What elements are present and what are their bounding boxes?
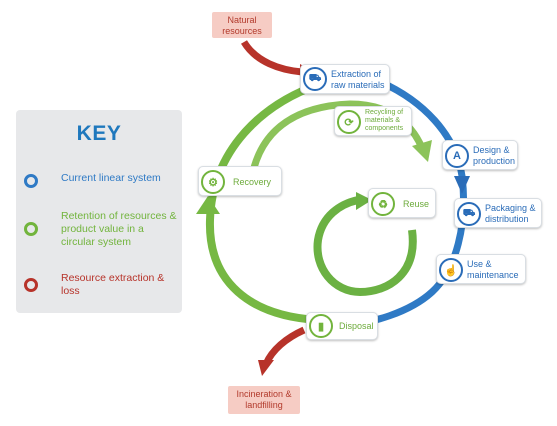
key-label-circular: Retention of resources & product value i… — [61, 210, 177, 248]
key-title: KEY — [76, 122, 122, 145]
key-label-loss: Resource extraction & loss — [61, 272, 165, 297]
gear-icon: ⚙ — [201, 170, 225, 194]
natural-resources-arrow — [241, 40, 303, 76]
design-green-arrowhead — [412, 140, 432, 162]
disposal-label: Disposal — [339, 321, 374, 331]
disposal-node: ▮ Disposal — [306, 312, 378, 340]
design-node: A Design & production — [442, 140, 518, 170]
incineration-arrow — [262, 326, 306, 366]
reuse-arrowhead — [356, 192, 372, 210]
incineration-arrowhead — [258, 360, 274, 376]
red-ring-icon — [24, 278, 38, 292]
key-label-linear: Current linear system — [61, 172, 161, 184]
packaging-node: ⛟ Packaging & distribution — [454, 198, 542, 228]
use-node: ☝ Use & maintenance — [436, 254, 526, 284]
packaging-arrowhead — [454, 176, 470, 194]
green-ring-icon — [24, 222, 38, 236]
linear-system-arrow — [337, 76, 468, 330]
bin-icon: ▮ — [309, 314, 333, 338]
outer-green-loop-arrow — [205, 80, 322, 324]
recycle-arrows-icon: ⟳ — [337, 110, 361, 134]
key-panel: KEY Current linear system Retention of r… — [16, 110, 182, 313]
packaging-label: Packaging & distribution — [485, 203, 536, 224]
recovery-arrowhead — [196, 196, 220, 214]
touch-hand-icon: ☝ — [439, 258, 463, 282]
reuse-node: ♻ Reuse — [368, 188, 436, 218]
natural-resources-tag: Natural resources — [212, 12, 272, 38]
extraction-node: ⛟ Extraction of raw materials — [300, 64, 390, 94]
recycle-triangle-icon: ♻ — [371, 192, 395, 216]
use-label: Use & maintenance — [467, 259, 519, 280]
reuse-label: Reuse — [403, 199, 430, 209]
incineration-tag: Incineration & landfilling — [228, 386, 300, 414]
reuse-loop-arrow — [313, 196, 417, 297]
recovery-label: Recovery — [233, 177, 272, 187]
extraction-label: Extraction of raw materials — [331, 69, 385, 90]
recycling-node: ⟳ Recycling of materials & components — [334, 106, 412, 136]
recycling-label: Recycling of materials & components — [365, 109, 404, 132]
design-label: Design & production — [473, 145, 516, 166]
blue-ring-icon — [24, 174, 38, 188]
recovery-node: ⚙ Recovery — [198, 166, 282, 196]
design-a-icon: A — [445, 144, 469, 168]
truck-icon: ⛟ — [303, 67, 327, 91]
delivery-truck-icon: ⛟ — [457, 202, 481, 226]
